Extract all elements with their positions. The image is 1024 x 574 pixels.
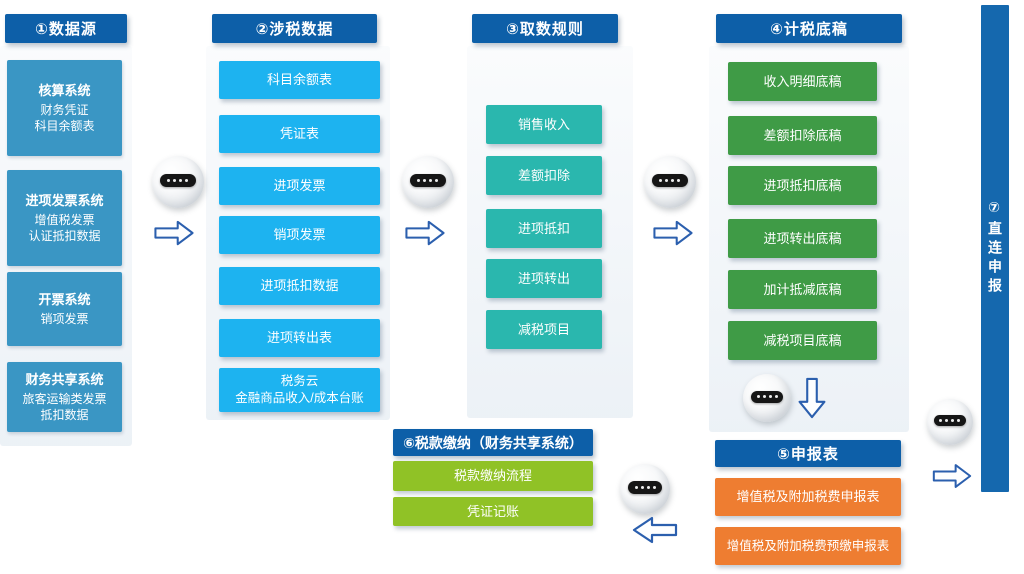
robot-visor-icon <box>652 173 688 187</box>
box-title: 开票系统 <box>38 292 91 308</box>
input-transfer-out-box: 进项转出 <box>486 259 602 298</box>
flow-arrow-right-icon <box>153 220 195 246</box>
financial-shared-system-box: 财务共享系统 旅客运输类发票 抵扣数据 <box>7 362 122 432</box>
rpa-robot-icon <box>402 156 454 208</box>
robot-visor-icon <box>934 414 966 427</box>
input-invoice-system-box: 进项发票系统 增值税发票 认证抵扣数据 <box>7 170 122 266</box>
rpa-robot-icon <box>927 399 973 445</box>
robot-visor-icon <box>160 173 196 187</box>
box-subtitle: 增值税发票 认证抵扣数据 <box>28 212 101 243</box>
voucher-table-box: 凭证表 <box>219 115 380 153</box>
input-deduction-box: 进项抵扣 <box>486 209 602 248</box>
rpa-robot-icon <box>644 156 696 208</box>
box-subtitle: 财务凭证 科目余额表 <box>34 102 95 133</box>
output-invoice-box: 销项发票 <box>219 216 380 254</box>
input-deduction-paper-box: 进项抵扣底稿 <box>728 166 877 205</box>
rpa-robot-icon <box>743 374 791 422</box>
input-deduction-data-box: 进项抵扣数据 <box>219 267 380 305</box>
rpa-robot-icon <box>620 464 670 514</box>
revenue-detail-paper-box: 收入明细底稿 <box>728 62 877 101</box>
voucher-bookkeeping-box: 凭证记账 <box>393 497 593 526</box>
robot-visor-icon <box>410 173 446 187</box>
tax-cloud-ledger-box: 税务云 金融商品收入/成本台账 <box>219 368 380 412</box>
tax-calc-paper-header: ④计税底稿 <box>716 14 902 43</box>
vat-surcharge-prepay-return-box: 增值税及附加税费预缴申报表 <box>715 527 901 565</box>
input-transfer-out-paper-box: 进项转出底稿 <box>728 219 877 258</box>
flow-arrow-right-icon <box>652 220 694 246</box>
data-source-header: ①数据源 <box>5 14 127 43</box>
flow-arrow-left-icon <box>630 516 678 544</box>
direct-filing-bar: ⑦直连申报 <box>981 5 1009 492</box>
flow-arrow-right-icon <box>404 220 446 246</box>
additional-deduction-paper-box: 加计抵减底稿 <box>728 270 877 309</box>
box-title: 财务共享系统 <box>25 372 104 388</box>
tax-payment-process-box: 税款缴纳流程 <box>393 461 593 491</box>
accounting-system-box: 核算系统 财务凭证 科目余额表 <box>7 60 122 156</box>
vat-surcharge-return-box: 增值税及附加税费申报表 <box>715 478 901 516</box>
robot-visor-icon <box>750 390 784 403</box>
tax-reduction-item-paper-box: 减税项目底稿 <box>728 321 877 360</box>
flow-arrow-down-icon <box>797 377 827 419</box>
data-rules-header: ③取数规则 <box>472 14 618 43</box>
tax-reduction-item-box: 减税项目 <box>486 310 602 349</box>
difference-deduction-paper-box: 差额扣除底稿 <box>728 116 877 155</box>
input-transfer-out-table-box: 进项转出表 <box>219 319 380 357</box>
box-subtitle: 旅客运输类发票 抵扣数据 <box>22 391 107 422</box>
input-invoice-box: 进项发票 <box>219 167 380 205</box>
flow-arrow-right-icon <box>932 463 972 489</box>
box-subtitle: 销项发票 <box>40 311 89 326</box>
box-title: 进项发票系统 <box>25 193 104 209</box>
sales-revenue-box: 销售收入 <box>486 105 602 144</box>
rpa-robot-icon <box>152 156 204 208</box>
tax-data-header: ②涉税数据 <box>212 14 377 43</box>
robot-visor-icon <box>628 481 662 494</box>
subject-balance-table-box: 科目余额表 <box>219 61 380 99</box>
tax-payment-header: ⑥税款缴纳（财务共享系统） <box>393 429 593 456</box>
box-title: 核算系统 <box>38 83 91 99</box>
difference-deduction-box: 差额扣除 <box>486 156 602 195</box>
tax-return-header: ⑤申报表 <box>715 440 901 467</box>
billing-system-box: 开票系统 销项发票 <box>7 272 122 346</box>
